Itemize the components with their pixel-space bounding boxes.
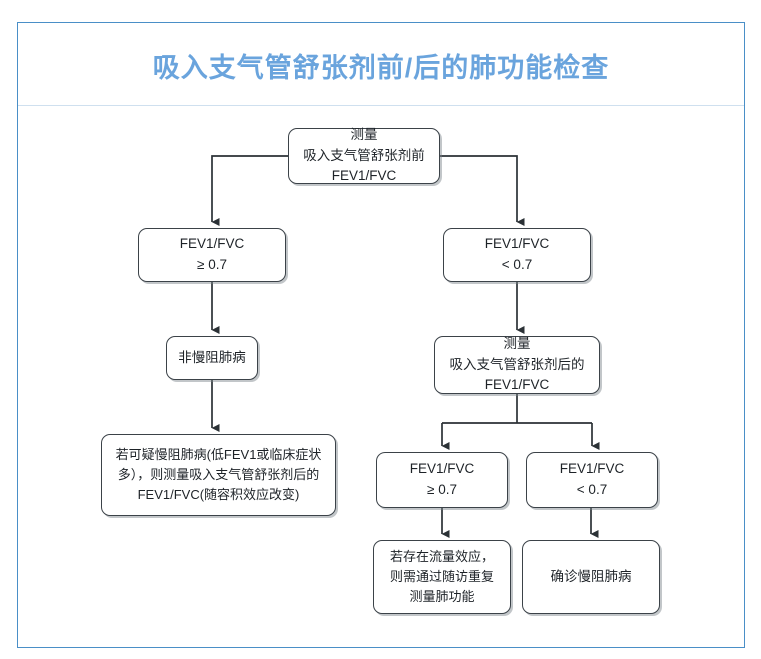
node-pre-ge[interactable]: FEV1/FVC ≥ 0.7 [138,228,286,282]
node-measure-post[interactable]: 测量 吸入支气管舒张剂后的 FEV1/FVC [434,336,600,394]
node-measure-pre[interactable]: 测量 吸入支气管舒张剂前 FEV1/FVC [288,127,440,184]
title-divider [18,105,744,106]
node-post-ge-label: FEV1/FVC ≥ 0.7 [409,461,475,497]
node-not-copd-label: 非慢阻肺病 [178,349,246,365]
node-measure-post-label: 测量 吸入支气管舒张剂后的 FEV1/FVC [449,336,585,393]
node-measure-pre-label: 测量 吸入支气管舒张剂前 FEV1/FVC [303,127,425,184]
node-post-lt-label: FEV1/FVC < 0.7 [559,461,625,497]
edge-pre-to-lt [440,155,525,226]
node-follow-up-label: 若存在流量效应， 则需通过随访重复 测量肺功能 [389,549,494,604]
node-confirm-copd[interactable]: 确诊慢阻肺病 [522,540,660,614]
node-suspect-copd[interactable]: 若可疑慢阻肺病(低FEV1或临床症状多），则测量吸入支气管舒张剂后的FEV1/F… [101,434,336,516]
node-suspect-copd-label: 若可疑慢阻肺病(低FEV1或临床症状多），则测量吸入支气管舒张剂后的FEV1/F… [115,447,322,502]
node-pre-lt[interactable]: FEV1/FVC < 0.7 [443,228,591,282]
page-title: 吸入支气管舒张剂前/后的肺功能检查 [152,53,610,83]
node-pre-lt-label: FEV1/FVC < 0.7 [484,236,550,272]
edge-pre-to-ge [211,155,288,226]
node-follow-up[interactable]: 若存在流量效应， 则需通过随访重复 测量肺功能 [373,540,511,614]
node-post-lt[interactable]: FEV1/FVC < 0.7 [526,452,658,508]
node-pre-ge-label: FEV1/FVC ≥ 0.7 [179,236,245,272]
node-not-copd[interactable]: 非慢阻肺病 [166,336,258,380]
node-post-ge[interactable]: FEV1/FVC ≥ 0.7 [376,452,508,508]
node-confirm-copd-label: 确诊慢阻肺病 [550,568,632,584]
